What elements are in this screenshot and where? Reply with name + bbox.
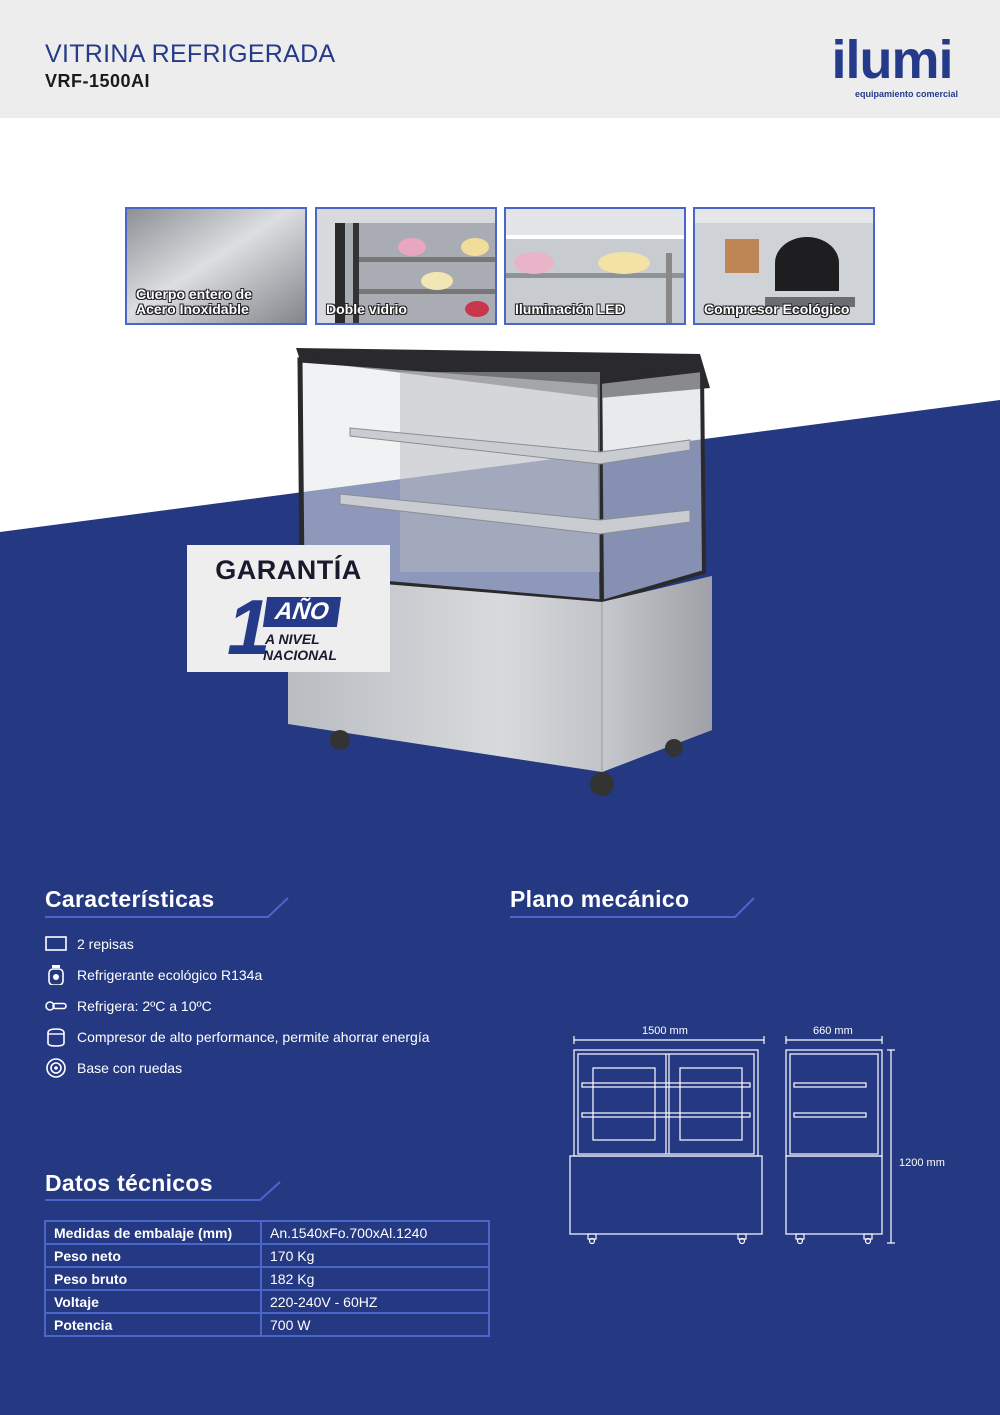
wheel-icon [46,1058,66,1078]
brand-logo: ilumi equipamiento comercial [826,30,958,102]
spec-value: 220-240V - 60HZ [260,1289,490,1314]
mechanical-underline [510,897,755,918]
spec-key: Peso bruto [44,1266,262,1291]
thumb-label: Iluminación LED [515,301,625,317]
technical-table: Medidas de embalaje (mm)An.1540xFo.700xA… [44,1220,490,1337]
thumb-double-glass: Doble vidrio [315,207,497,325]
thumb-label: Doble vidrio [326,301,407,317]
model-code: VRF-1500AI [45,71,151,91]
spec-key: Medidas de embalaje (mm) [44,1220,262,1245]
spec-value: 182 Kg [260,1266,490,1291]
shelf-icon [45,936,67,951]
warranty-line-2: NACIONAL [263,647,337,663]
spec-key: Peso neto [44,1243,262,1268]
spec-key: Voltaje [44,1289,262,1314]
mechanical-drawing [569,1036,895,1245]
spec-value: 170 Kg [260,1243,490,1268]
depth-label: 660 mm [813,1025,853,1037]
steel-texture-image [127,209,305,323]
spec-value: 700 W [260,1312,490,1337]
feature-text: Base con ruedas [77,1060,183,1076]
compressor-icon [47,1028,65,1047]
warranty-badge: GARANTÍA 1 AÑO A NIVEL NACIONAL [187,545,390,672]
width-label: 1500 mm [642,1025,688,1037]
feature-text: Compresor de alto performance, permite a… [77,1029,430,1045]
feature-text: Refrigera: 2ºC a 10ºC [77,998,212,1014]
warranty-unit: AÑO [262,597,342,627]
mechanical-title: Plano mecánico [510,886,690,912]
warranty-line-1: A NIVEL [265,631,320,647]
table-row: Medidas de embalaje (mm)An.1540xFo.700xA… [44,1220,490,1245]
thumb-label: Compresor Ecológico [704,301,850,317]
led-lighting-image [506,209,684,323]
feature-text: 2 repisas [77,936,134,952]
compressor-image [695,209,873,323]
technical-title: Datos técnicos [45,1170,213,1196]
warranty-number: 1 [227,583,271,671]
feature-text: Refrigerante ecológico R134a [77,967,263,983]
height-label: 1200 mm [899,1157,945,1169]
thermometer-icon [45,1001,67,1011]
brand-tagline: equipamiento comercial [854,89,958,99]
header-bar [0,0,1000,118]
warranty-title: GARANTÍA [215,555,362,585]
spec-value: An.1540xFo.700xAl.1240 [260,1220,490,1245]
double-glass-image [317,209,495,323]
technical-underline [45,1181,281,1201]
characteristics-title: Características [45,886,215,912]
thumb-led: Iluminación LED [504,207,686,325]
thumb-label: Cuerpo entero de Acero Inoxidable [136,286,252,317]
characteristics-underline [45,897,289,918]
spec-key: Potencia [44,1312,262,1337]
section-underlines [45,897,755,1201]
refrigerant-icon [48,965,64,985]
thumb-compressor: Compresor Ecológico [693,207,875,325]
display-case-image [288,348,712,796]
page-title: VITRINA REFRIGERADA [45,40,336,68]
thumb-stainless-steel: Cuerpo entero de Acero Inoxidable [125,207,307,325]
brand-name: ilumi [831,30,953,90]
